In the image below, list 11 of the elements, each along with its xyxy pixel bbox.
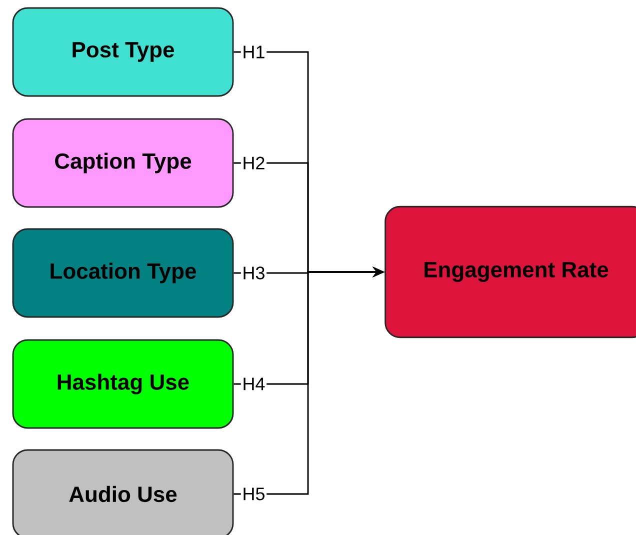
rounded-box: Engagement Rate xyxy=(384,206,636,338)
edge-label: H4 xyxy=(240,376,267,392)
edge-label: H2 xyxy=(240,155,267,171)
rounded-box: Post Type xyxy=(12,7,234,97)
edge-label: H3 xyxy=(240,265,267,281)
rounded-box: Hashtag Use xyxy=(12,339,234,429)
edge-label: H1 xyxy=(240,44,267,60)
rounded-box: Location Type xyxy=(12,228,234,318)
rounded-box: Caption Type xyxy=(12,118,234,208)
rounded-box: Audio Use xyxy=(12,449,234,535)
edge-label: H5 xyxy=(240,486,267,502)
